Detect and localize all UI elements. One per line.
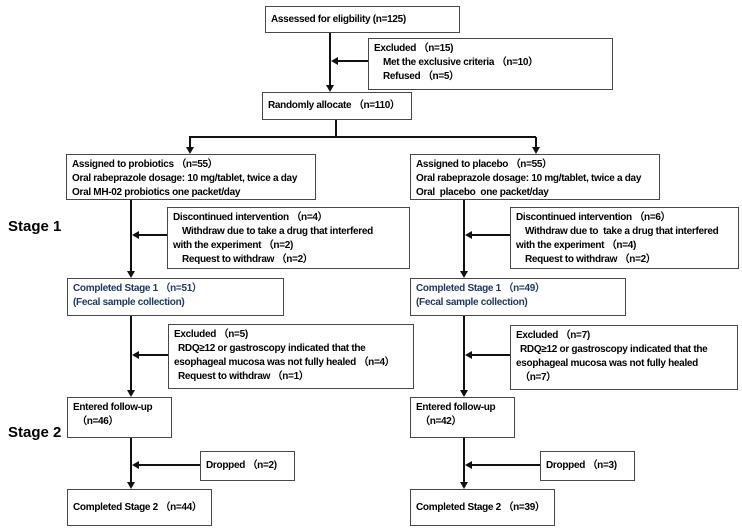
arrowhead-left-dropped-placebo bbox=[465, 461, 472, 469]
excluded-stage1-placebo-line: Excluded （n=7) bbox=[516, 330, 590, 341]
box-excluded-enrollment: Excluded （n=15) Met the exclusive criter… bbox=[368, 38, 613, 90]
assigned-probiotics-line: Oral MH-02 probiotics one packet/day bbox=[72, 187, 241, 198]
connector-assessed-to-randomized bbox=[329, 33, 331, 85]
excluded-stage1-probiotics-line: esophageal mucosa was not fully healed （… bbox=[174, 357, 395, 368]
connector-followup-to-completed2-placebo bbox=[463, 438, 465, 482]
arrowhead-down-randomized bbox=[326, 85, 334, 92]
box-excluded-stage1-probiotics: Excluded （n=5) RDQ≥12 or gastroscopy ind… bbox=[168, 324, 414, 389]
box-completed-stage1-probiotics: Completed Stage 1 （n=51） (Fecal sample c… bbox=[67, 278, 284, 316]
box-followup-probiotics: Entered follow-up （n=46） bbox=[67, 397, 172, 438]
connector-excluded-enrollment bbox=[338, 60, 368, 62]
box-assigned-placebo: Assigned to placebo （n=55） Oral rabepraz… bbox=[410, 154, 660, 200]
arrowhead-left-dropped-probiotics bbox=[132, 461, 139, 469]
box-discontinued-probiotics: Discontinued intervention （n=4） Withdraw… bbox=[167, 207, 410, 269]
connector-probiotics-to-completed1 bbox=[130, 200, 132, 271]
stage-2-label: Stage 2 bbox=[8, 424, 62, 441]
arrowhead-down-completed1-placebo bbox=[460, 271, 468, 278]
discontinued-probiotics-line: Request to withdraw （n=2） bbox=[182, 254, 313, 265]
arrowhead-left-discontinued-placebo bbox=[465, 231, 472, 239]
assigned-placebo-line: Oral rabeprazole dosage: 10 mg/tablet, t… bbox=[416, 173, 642, 184]
box-assessed-text: Assessed for eligbility (n=125) bbox=[271, 13, 406, 25]
discontinued-probiotics-line: Discontinued intervention （n=4） bbox=[173, 212, 328, 223]
connector-completed1-to-followup-probiotics bbox=[130, 316, 132, 390]
excluded-enrollment-line: Refused （n=5） bbox=[383, 71, 459, 82]
excluded-stage1-placebo-line: esophageal mucosa was not fully healed bbox=[516, 358, 698, 369]
arrowhead-left-excluded-stage1-probiotics bbox=[132, 351, 139, 359]
completed-stage1-probiotics-line: (Fecal sample collection) bbox=[73, 297, 185, 308]
connector-dropped-placebo bbox=[472, 464, 540, 466]
arrowhead-left-excluded-stage1-placebo bbox=[465, 351, 472, 359]
connector-excluded-stage1-placebo bbox=[472, 354, 510, 356]
connector-dropped-probiotics bbox=[139, 464, 200, 466]
arrowhead-left-excluded-enrollment bbox=[331, 57, 338, 65]
excluded-enrollment-line: Met the exclusive criteria （n=10） bbox=[383, 57, 538, 68]
followup-probiotics-line: （n=46） bbox=[77, 416, 119, 427]
excluded-stage1-probiotics-line: RDQ≥12 or gastroscopy indicated that the bbox=[178, 343, 366, 354]
arrowhead-down-assigned-placebo bbox=[532, 147, 540, 154]
box-completed-stage2-placebo: Completed Stage 2 （n=39） bbox=[410, 489, 555, 526]
box-dropped-probiotics: Dropped （n=2) bbox=[200, 451, 295, 481]
connector-excluded-stage1-probiotics bbox=[139, 354, 168, 356]
box-completed-stage1-placebo: Completed Stage 1 （n=49） (Fecal sample c… bbox=[410, 278, 626, 316]
arrowhead-down-followup-probiotics bbox=[127, 390, 135, 397]
followup-probiotics-line: Entered follow-up bbox=[73, 402, 153, 413]
connector-discontinued-placebo bbox=[472, 234, 510, 236]
connector-placebo-to-completed1 bbox=[463, 200, 465, 271]
assigned-probiotics-line: Oral rabeprazole dosage: 10 mg/tablet, t… bbox=[72, 173, 298, 184]
excluded-stage1-placebo-line: RDQ≥12 or gastroscopy indicated that the bbox=[520, 344, 708, 355]
completed-stage2-placebo-text: Completed Stage 2 （n=39） bbox=[416, 501, 545, 513]
excluded-stage1-probiotics-line: Excluded （n=5) bbox=[174, 329, 248, 340]
connector-completed1-to-followup-placebo bbox=[463, 316, 465, 390]
connector-followup-to-completed2-probiotics bbox=[130, 438, 132, 482]
completed-stage2-probiotics-text: Completed Stage 2 （n=44） bbox=[73, 501, 202, 513]
connector-split-right bbox=[535, 137, 537, 147]
arrowhead-down-completed1-probiotics bbox=[127, 271, 135, 278]
connector-split-left bbox=[189, 137, 191, 147]
box-discontinued-placebo: Discontinued intervention （n=6） Withdraw… bbox=[510, 207, 739, 269]
discontinued-placebo-line: Withdraw due to take a drug that interfe… bbox=[525, 226, 719, 237]
completed-stage1-placebo-line: Completed Stage 1 （n=49） bbox=[416, 283, 545, 294]
assigned-probiotics-line: Assigned to probiotics （n=55） bbox=[72, 159, 218, 170]
connector-randomized-down bbox=[335, 120, 337, 137]
arrowhead-left-discontinued-probiotics bbox=[132, 231, 139, 239]
excluded-stage1-probiotics-line: Request to withdraw （n=1） bbox=[178, 371, 309, 382]
followup-placebo-line: （n=42） bbox=[420, 416, 462, 427]
box-randomized-text: Randomly allocate （n=110） bbox=[268, 100, 400, 111]
discontinued-probiotics-line: Withdraw due to take a drug that interfe… bbox=[182, 226, 373, 237]
stage-1-label: Stage 1 bbox=[8, 218, 62, 235]
box-assigned-probiotics: Assigned to probiotics （n=55） Oral rabep… bbox=[66, 154, 316, 200]
box-randomized: Randomly allocate （n=110） bbox=[262, 92, 412, 120]
box-completed-stage2-probiotics: Completed Stage 2 （n=44） bbox=[67, 489, 212, 526]
excluded-enrollment-line: Excluded （n=15) bbox=[374, 43, 454, 54]
arrowhead-down-followup-placebo bbox=[460, 390, 468, 397]
box-excluded-stage1-placebo: Excluded （n=7) RDQ≥12 or gastroscopy ind… bbox=[510, 325, 738, 390]
arrowhead-down-completed2-probiotics bbox=[127, 482, 135, 489]
excluded-stage1-placebo-line: （n=7） bbox=[520, 372, 557, 383]
box-dropped-placebo: Dropped （n=3) bbox=[540, 451, 635, 481]
box-followup-placebo: Entered follow-up （n=42） bbox=[410, 397, 515, 438]
assigned-placebo-line: Assigned to placebo （n=55） bbox=[416, 159, 552, 170]
dropped-placebo-text: Dropped （n=3) bbox=[546, 460, 617, 471]
discontinued-placebo-line: Request to withdraw （n=2） bbox=[525, 254, 656, 265]
arrowhead-down-completed2-placebo bbox=[460, 482, 468, 489]
box-assessed: Assessed for eligbility (n=125) bbox=[265, 6, 460, 33]
discontinued-probiotics-line: with the experiment （n=2) bbox=[173, 240, 294, 251]
arrowhead-down-assigned-probiotics bbox=[186, 147, 194, 154]
completed-stage1-placebo-line: (Fecal sample collection) bbox=[416, 297, 528, 308]
discontinued-placebo-line: with the experiment （n=4) bbox=[516, 240, 637, 251]
dropped-probiotics-text: Dropped （n=2) bbox=[206, 460, 277, 471]
discontinued-placebo-line: Discontinued intervention （n=6） bbox=[516, 212, 671, 223]
completed-stage1-probiotics-line: Completed Stage 1 （n=51） bbox=[73, 283, 202, 294]
connector-discontinued-probiotics bbox=[139, 234, 167, 236]
assigned-placebo-line: Oral placebo one packet/day bbox=[416, 187, 549, 198]
connector-split-horizontal bbox=[189, 136, 536, 138]
followup-placebo-line: Entered follow-up bbox=[416, 402, 496, 413]
